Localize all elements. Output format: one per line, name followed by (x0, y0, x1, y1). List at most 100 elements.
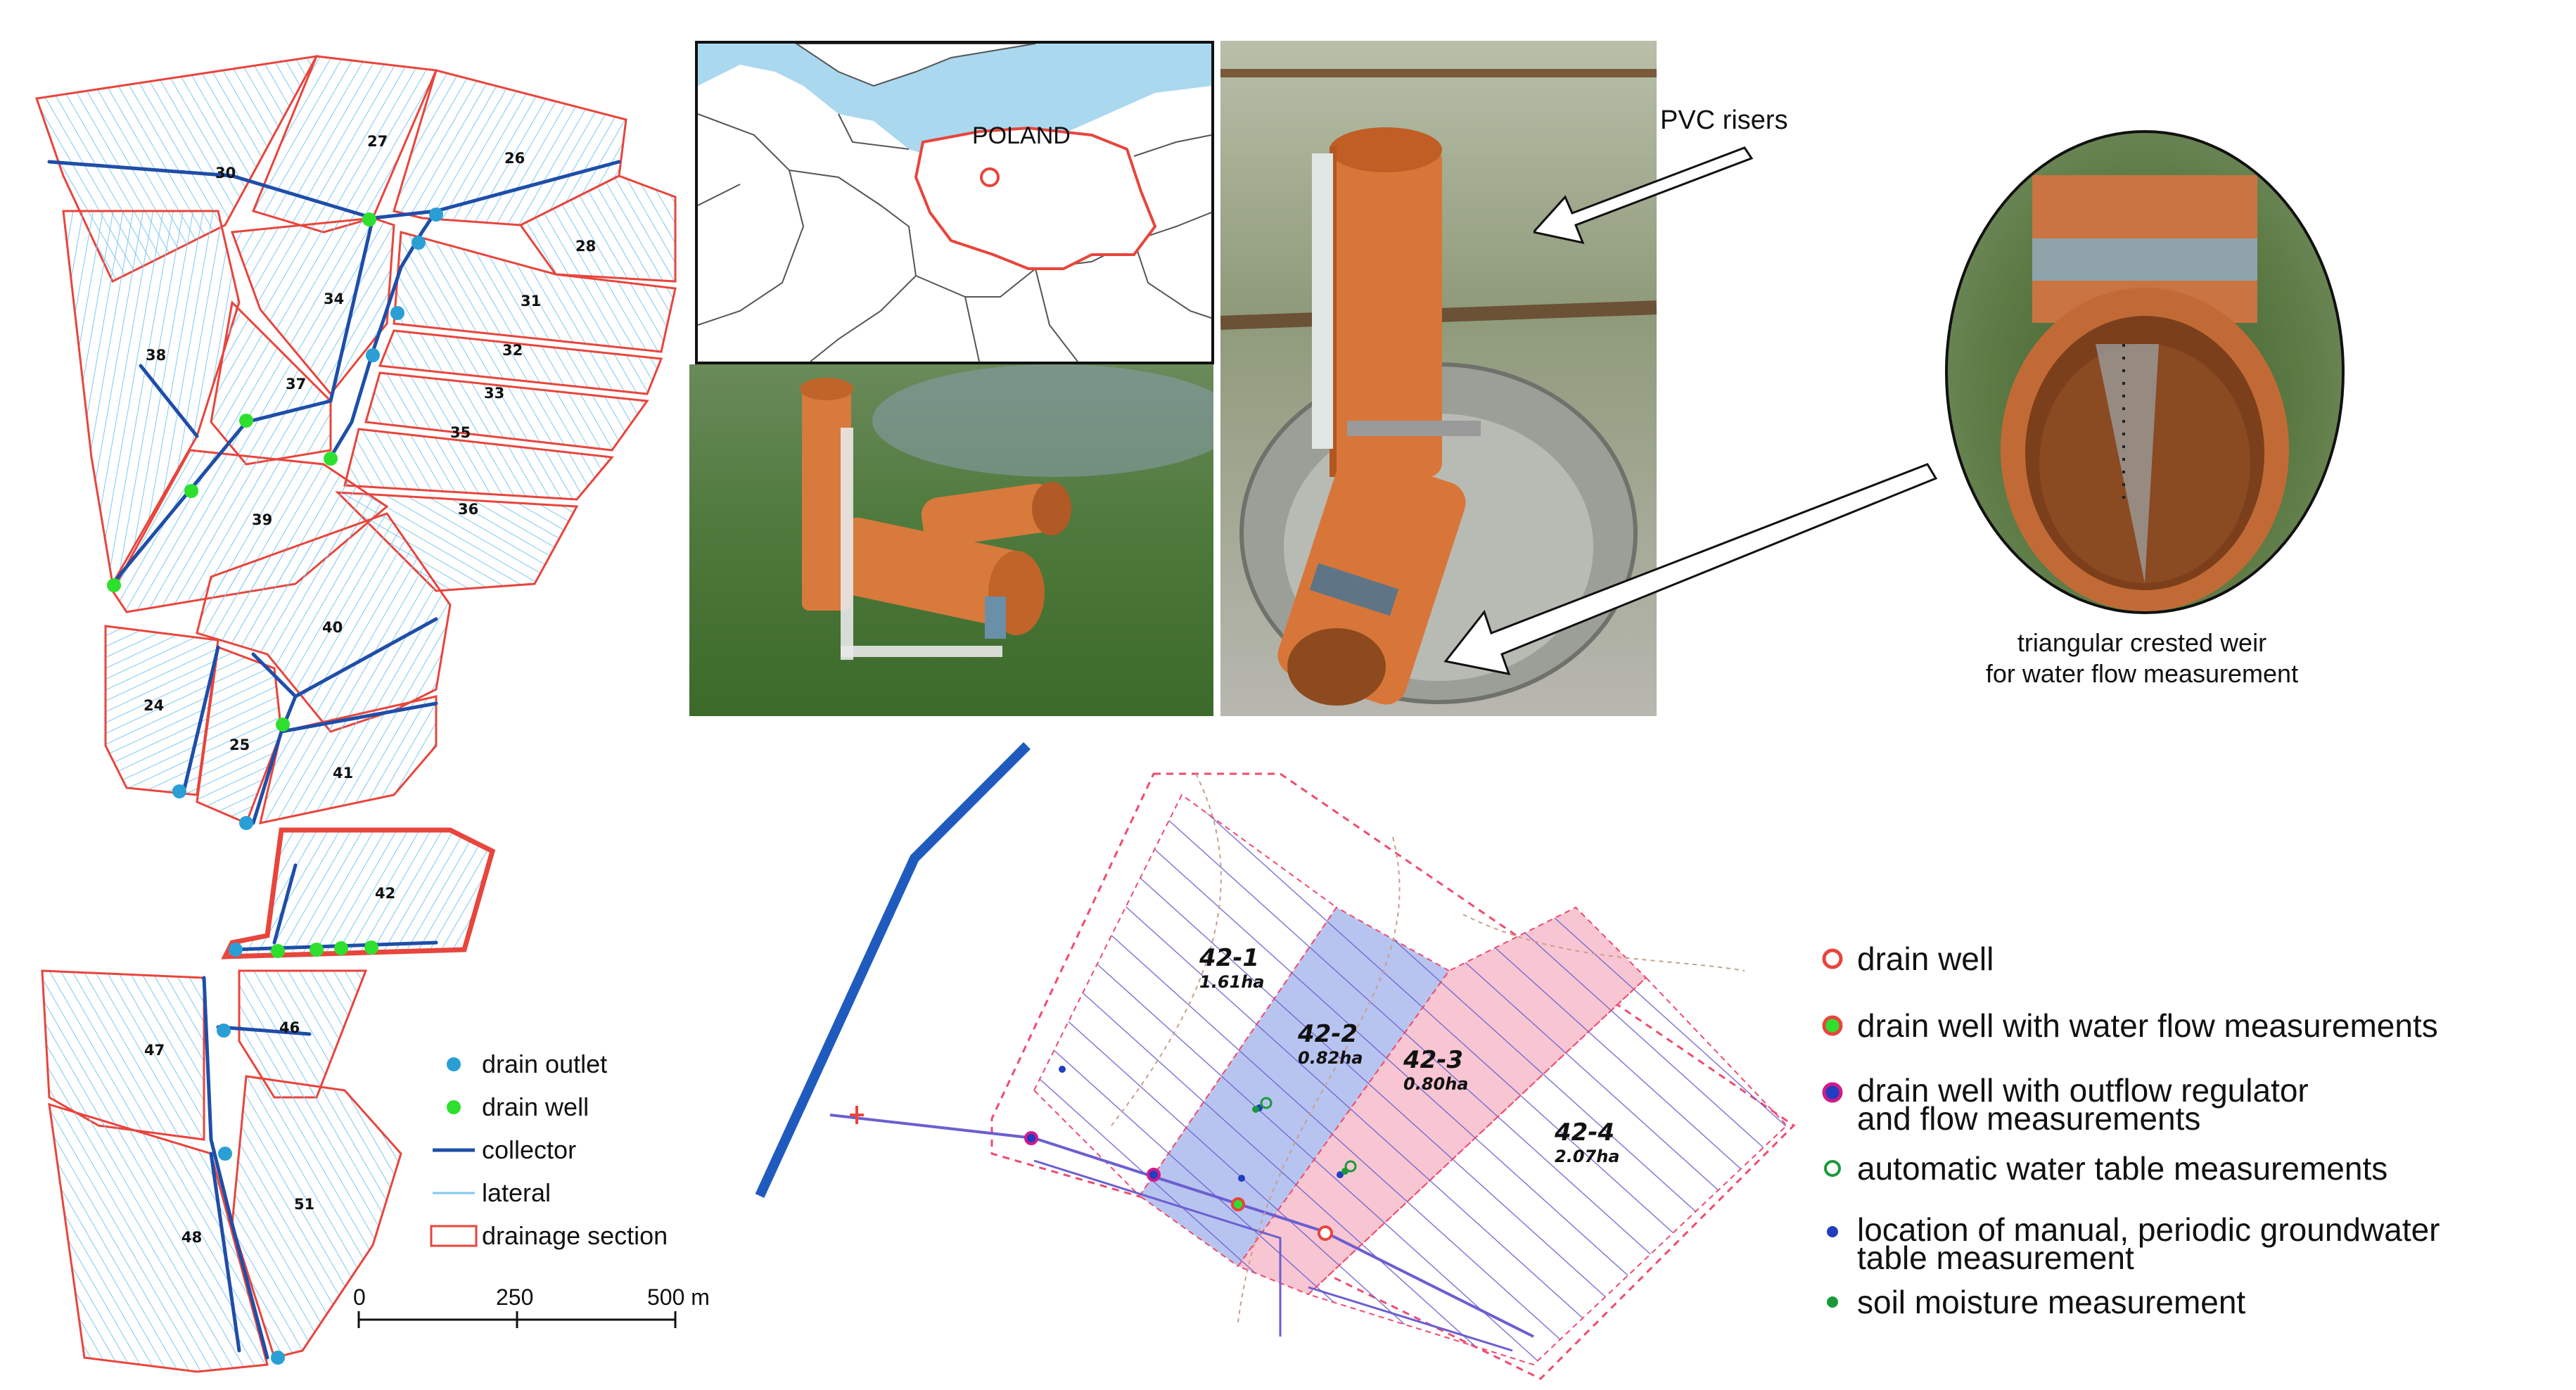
lateral-line-icon (433, 1192, 475, 1194)
location-inset-map: POLAND (695, 41, 1214, 364)
soil-moisture-icon (1827, 1296, 1838, 1308)
scale-tick-500: 500 m (647, 1284, 710, 1310)
drainage-ditch (755, 742, 1031, 1198)
section-label: 38 (146, 347, 166, 364)
legend-item-drain-well: drain well (1815, 943, 2575, 1009)
section-42-detail-plan (755, 742, 1796, 1380)
subsection-name: 42-2 (1298, 1020, 1358, 1048)
legend-item-drain-well-regulator: drain well with outflow regulator and fl… (1815, 1074, 2575, 1152)
collector-41 (279, 701, 438, 734)
legend-item-manual-groundwater: location of manual, periodic groundwater… (1815, 1211, 2575, 1286)
outlet-4 (366, 348, 380, 362)
outlet-1 (429, 208, 443, 222)
outlet-9 (218, 1147, 232, 1161)
subsection-area: 2.07ha (1555, 1147, 1620, 1166)
section-label: 46 (279, 1019, 300, 1036)
collector-spine (329, 209, 438, 459)
collector-40 (251, 652, 298, 825)
detail-collector (829, 1114, 1534, 1338)
subsection-name: 42-4 (1555, 1118, 1615, 1147)
section-label: 31 (521, 293, 541, 310)
section-box-icon (430, 1225, 478, 1246)
soil-moisture-point (1341, 1168, 1348, 1175)
drainage-map: 30 27 26 28 34 31 32 33 38 37 35 36 39 4… (34, 55, 677, 1373)
auto-wt-point (1260, 1097, 1273, 1109)
section-label: 40 (322, 619, 343, 636)
section-label: 25 (229, 737, 250, 753)
weir-pointer-arrow (1443, 463, 1938, 675)
drain-wells (107, 212, 378, 958)
collector-38 (139, 364, 199, 438)
scale-bar: 0 250 500 m (352, 1284, 718, 1341)
section-47 (41, 969, 205, 1141)
auto-wt-point (1344, 1160, 1357, 1173)
well-7 (271, 944, 285, 958)
section-label: 30 (215, 165, 236, 181)
well-8 (310, 943, 324, 957)
weir-caption: triangular crested weir for water flow m… (1899, 627, 2385, 689)
section-35 (343, 428, 614, 501)
soil-boundary-1 (1111, 773, 1222, 1126)
section-label: 48 (181, 1229, 202, 1246)
section-label: 37 (286, 376, 306, 393)
outlet-8 (217, 1024, 231, 1038)
well-4 (184, 484, 198, 498)
photo-triangular-weir (1945, 130, 2345, 614)
well-2 (239, 414, 253, 428)
detail-collector-3 (1308, 1286, 1513, 1352)
legend-label: drain well (1857, 941, 1994, 977)
scale-tick-0: 0 (353, 1284, 366, 1310)
drain-well-regulator-2 (1147, 1168, 1161, 1182)
section-label: 33 (484, 385, 504, 402)
section-33 (364, 371, 649, 452)
drain-outlet-icon (447, 1057, 461, 1071)
outlet-5 (172, 784, 186, 798)
section-label: 47 (144, 1042, 165, 1059)
legend-label-line2: table measurement (1857, 1239, 2134, 1276)
subsection-label-42-4: 42-4 2.07ha (1555, 1118, 1620, 1166)
section-28 (518, 174, 677, 283)
scandinavia (795, 44, 1036, 87)
section-label: 51 (294, 1196, 314, 1213)
manual-groundwater-icon (1827, 1226, 1838, 1237)
scale-tick-250: 250 (496, 1284, 534, 1310)
legend-label: drainage section (482, 1220, 668, 1250)
section-label: 41 (333, 765, 353, 782)
legend-label-line2: and flow measurements (1857, 1100, 2201, 1137)
outlet-3 (390, 306, 404, 320)
legend-item-drain-well-flow: drain well with water flow measurements (1815, 1009, 2575, 1076)
subsection-name: 42-3 (1403, 1046, 1464, 1074)
collector-42a (272, 863, 298, 945)
subsection-name: 42-1 (1199, 944, 1260, 972)
section-labels: 30 27 26 28 34 31 32 33 38 37 35 36 39 4… (144, 133, 596, 1246)
legend-label: lateral (482, 1178, 551, 1207)
drain-well-regulator-1 (1024, 1131, 1038, 1145)
legend-item-auto-water-table: automatic water table measurements (1815, 1152, 2575, 1216)
section-label: 39 (252, 511, 272, 528)
well-1 (362, 212, 376, 227)
section-label: 36 (458, 501, 478, 518)
drain-outlets (172, 208, 443, 1365)
manual-gw-point (1238, 1175, 1245, 1182)
drain-well-flow (1231, 1197, 1245, 1211)
legend-item-drainage-section: drainage section (426, 1214, 721, 1257)
drain-well-icon (447, 1099, 461, 1114)
drain-well-flow-icon (1822, 1015, 1843, 1036)
pvc-risers-arrow (1534, 146, 1754, 245)
subsection-label-42-3: 42-3 0.80ha (1403, 1046, 1469, 1094)
legend-label-line1: location of manual, periodic groundwater (1857, 1211, 2440, 1248)
ditch-outlet-icon (850, 1106, 864, 1124)
drainage-sections (34, 55, 677, 1373)
legend-label: soil moisture measurement (1857, 1284, 2246, 1320)
legend-item-soil-moisture: soil moisture measurement (1815, 1286, 2575, 1328)
manual-gw-point (1337, 1171, 1344, 1178)
collector-24 (181, 645, 220, 797)
section-label: 28 (575, 238, 596, 255)
auto-water-table-icon (1824, 1160, 1841, 1177)
drain-well-icon (1822, 948, 1843, 969)
outlet-7 (229, 943, 243, 957)
section-32 (378, 329, 663, 395)
collector-42 (230, 941, 438, 952)
collector-west (110, 216, 375, 586)
subsection-area: 0.80ha (1403, 1074, 1469, 1094)
